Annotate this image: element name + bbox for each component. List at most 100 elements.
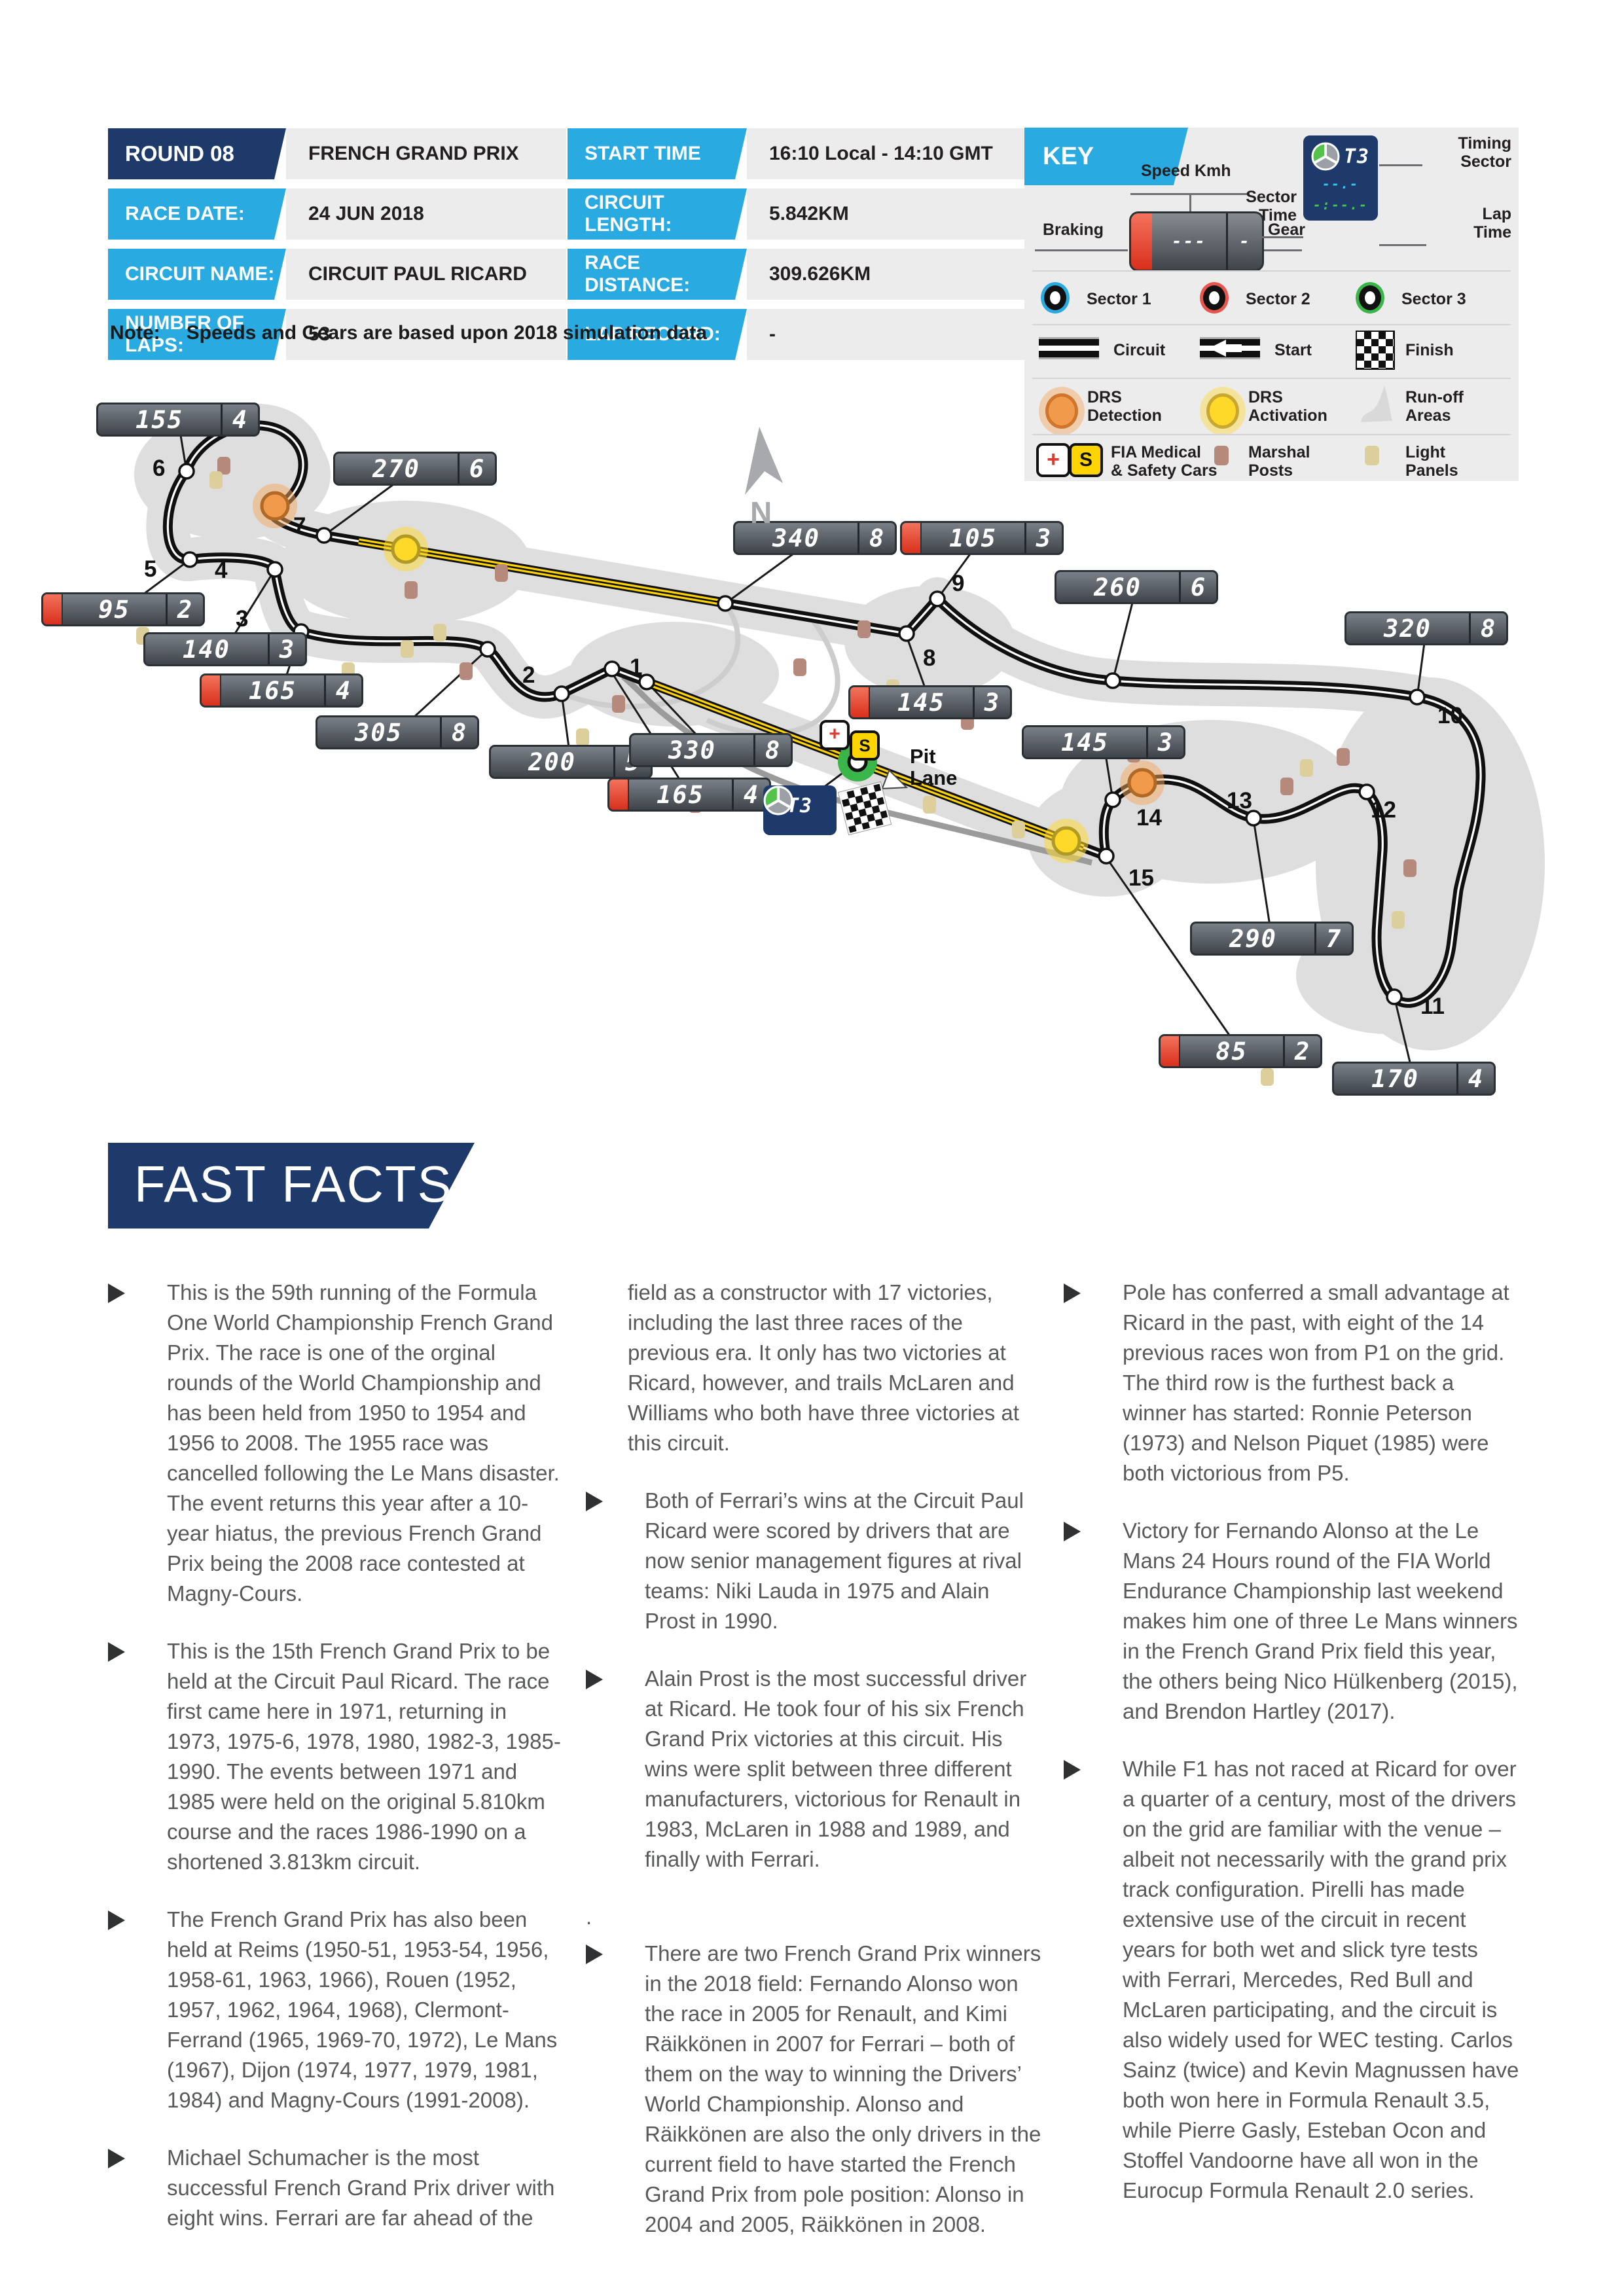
sector-icon-core — [1359, 285, 1381, 310]
simulation-note: Note:Speeds and Gears are based upon 201… — [110, 322, 707, 344]
gear-value: 2 — [177, 595, 194, 624]
badge-sector-lcd: --.- — [1322, 176, 1360, 192]
turn-15-dot — [1098, 848, 1115, 865]
gear-line — [1261, 249, 1302, 251]
speedbox-divider — [1146, 727, 1148, 757]
timing-sector-label: Timing Sector — [1458, 134, 1511, 171]
circuit-icon — [1039, 337, 1099, 359]
speedbox-divider — [1283, 1036, 1285, 1066]
marshal-post-marker — [460, 662, 473, 680]
marshal-post-marker — [495, 564, 508, 582]
gear-value: 7 — [1326, 924, 1343, 953]
info-row: LAP RECORD:- — [568, 309, 1032, 360]
speed-gear-box: 290 7 — [1190, 922, 1354, 956]
fact-text: Pole has conferred a small advantage at … — [1123, 1280, 1509, 1485]
gear-value: 8 — [451, 718, 468, 747]
north-letter: N — [750, 495, 772, 529]
sector-1-icon — [1041, 282, 1070, 314]
fact-text: This is the 15th French Grand Prix to be… — [167, 1639, 561, 1874]
sector-2-label: Sector 2 — [1246, 290, 1310, 308]
speed-value: 340 — [772, 524, 820, 552]
gear-value: 4 — [1468, 1064, 1485, 1093]
bullet-spacer — [586, 1278, 605, 1458]
marshal-post-marker — [1403, 859, 1416, 877]
finish-icon — [1356, 331, 1395, 370]
sector-3-icon — [1356, 282, 1384, 314]
bullet-icon — [1064, 1760, 1100, 1780]
fast-facts-column: field as a constructor with 17 victories… — [586, 1278, 1044, 2267]
speedbox-divider — [613, 747, 615, 777]
circuit-map-svg — [122, 403, 1545, 1079]
turn-12-label: 12 — [1371, 797, 1396, 823]
braking-indicator — [902, 523, 922, 553]
turn-14-dot — [1104, 791, 1121, 808]
gear-value: 8 — [765, 736, 782, 764]
fact-text: While F1 has not raced at Ricard for ove… — [1123, 1757, 1519, 2202]
timing-badge: T3 — [763, 785, 837, 835]
speed-value: 140 — [183, 635, 230, 664]
turn-2-dot — [553, 685, 570, 702]
turn-8-label: 8 — [923, 645, 936, 671]
turn-7-label: 7 — [293, 513, 306, 539]
speed-value: 290 — [1229, 924, 1277, 953]
speed-value: 165 — [249, 676, 297, 705]
turn-11-label: 11 — [1420, 994, 1445, 1019]
speedbox-divider — [458, 454, 460, 484]
drs-activation-label: DRS Activation — [1248, 388, 1327, 425]
drs-activation-icon — [1206, 393, 1239, 429]
sector-icon-core — [1203, 285, 1225, 310]
fact-text: The French Grand Prix has also been held… — [167, 1907, 558, 2112]
info-value: CIRCUIT PAUL RICARD — [286, 249, 566, 300]
bullet-icon — [108, 2149, 145, 2168]
turn-4-label: 4 — [215, 558, 228, 583]
marshal-post-marker — [405, 581, 418, 599]
note-label: Note: — [110, 322, 160, 344]
key-title: KEY — [1024, 128, 1188, 185]
medical-car-marker: + — [820, 720, 850, 750]
marshal-posts-label: Marshal Posts — [1248, 443, 1310, 480]
speedbox-divider — [268, 634, 270, 664]
speed-value: 260 — [1094, 573, 1142, 601]
speed-value: 200 — [528, 747, 576, 776]
track-marker-dot — [479, 641, 496, 658]
info-label: CIRCUIT LENGTH: — [568, 188, 747, 240]
turn-1-label: 1 — [630, 655, 643, 680]
fact-item: This is the 59th running of the Formula … — [108, 1278, 566, 1609]
info-value: 53 — [286, 309, 566, 360]
north-arrow-icon — [745, 427, 783, 495]
turn-10-label: 10 — [1437, 703, 1463, 728]
info-label: CIRCUIT NAME: — [108, 249, 286, 300]
alt-circuit-line — [706, 617, 840, 736]
gear-value: 3 — [984, 688, 1001, 717]
light-panel-marker — [209, 471, 223, 489]
runoff-area — [844, 586, 1015, 697]
light-panel-marker — [923, 796, 936, 814]
info-row: RACE DISTANCE:309.626KM — [568, 249, 1032, 300]
gear-value: 4 — [335, 676, 352, 705]
marshal-post-icon — [1214, 446, 1229, 465]
fact-text: Both of Ferrari’s wins at the Circuit Pa… — [645, 1488, 1024, 1633]
bullet-icon — [1064, 1283, 1100, 1303]
info-value: FRENCH GRAND PRIX — [286, 128, 566, 179]
bullet-icon — [108, 1283, 145, 1303]
timing-sector-line — [1379, 164, 1422, 166]
turn-5-dot — [181, 551, 198, 568]
gear-value: 6 — [469, 454, 486, 483]
marshal-post-marker — [1337, 748, 1350, 766]
finish-label: Finish — [1405, 341, 1454, 359]
gear-label: Gear — [1268, 221, 1305, 239]
runoff-label: Run-off Areas — [1405, 388, 1464, 425]
marshal-post-marker — [612, 695, 625, 713]
gauge-divider — [1226, 213, 1228, 270]
turn-8-dot — [898, 625, 915, 642]
speedbox-divider — [221, 404, 223, 435]
key-panel: KEY Speed Kmh Braking Gear --- - Sector … — [1024, 128, 1519, 481]
